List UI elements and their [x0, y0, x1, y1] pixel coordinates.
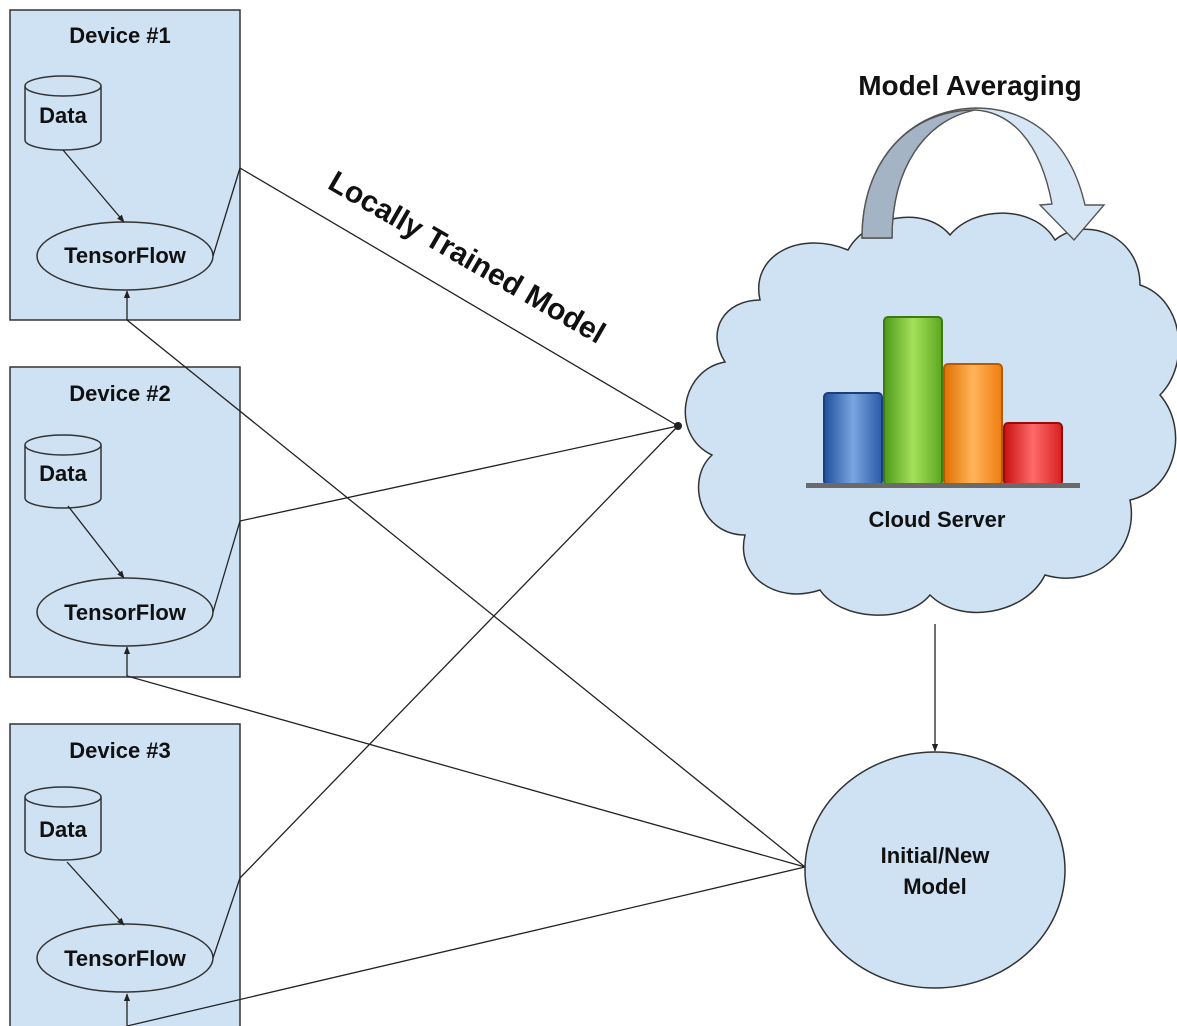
bar-chart-icon — [806, 316, 1080, 488]
device-3-data-cylinder: Data — [24, 786, 102, 861]
device-1-data-to-tf-arrow — [62, 149, 125, 223]
red-bar — [1003, 422, 1063, 486]
device-2-tensorflow-node: TensorFlow — [36, 577, 214, 647]
model-to-device-3-line — [126, 866, 806, 1026]
cloud-server: Cloud Server — [684, 212, 1177, 616]
device-2-box: Device #2 Data TensorFlow — [9, 366, 241, 678]
initial-new-model-label-line-2: Model — [903, 874, 967, 899]
device-2-data-to-tf-arrow — [67, 505, 125, 579]
device-3-box: Device #3 Data TensorFlow — [9, 723, 241, 1026]
model-averaging-arrow — [861, 107, 1106, 242]
device-1-tensorflow-node: TensorFlow — [36, 221, 214, 291]
initial-new-model-label-line-1: Initial/New — [881, 843, 991, 868]
device-2-title: Device #2 — [69, 381, 171, 406]
model-to-device-2-line — [126, 675, 806, 868]
device-3-tensorflow-label: TensorFlow — [64, 946, 187, 971]
device-1-data-cylinder: Data — [24, 75, 102, 151]
device-3-tf-out-connector — [212, 877, 241, 959]
device-1-data-label: Data — [39, 103, 87, 128]
cloud-server-label: Cloud Server — [869, 507, 1006, 532]
device-3-to-cloud-line — [239, 425, 679, 879]
device-2-data-cylinder: Data — [24, 434, 102, 509]
device-1-title: Device #1 — [69, 23, 171, 48]
initial-new-model-node: Initial/New Model — [804, 751, 1066, 989]
cloud-input-junction — [674, 422, 682, 430]
blue-bar — [823, 392, 883, 486]
device-3-tensorflow-node: TensorFlow — [36, 923, 214, 993]
device-3-data-to-tf-arrow — [66, 861, 125, 926]
device-1-tf-out-connector — [212, 167, 241, 257]
orange-bar — [943, 363, 1003, 486]
device-3-data-label: Data — [39, 817, 87, 842]
device-2-data-label: Data — [39, 461, 87, 486]
device-1-box: Device #1 Data TensorFlow — [9, 9, 241, 321]
device-2-to-cloud-line — [239, 425, 679, 522]
device-1-tensorflow-label: TensorFlow — [64, 243, 187, 268]
green-bar — [883, 316, 943, 486]
model-to-device-1-line — [126, 319, 806, 868]
chart-baseline — [806, 483, 1080, 488]
locally-trained-model-label: Locally Trained Model — [323, 165, 611, 350]
device-2-tensorflow-label: TensorFlow — [64, 600, 187, 625]
model-averaging-label: Model Averaging — [858, 70, 1082, 101]
device-1-to-cloud-line — [239, 167, 679, 427]
device-3-title: Device #3 — [69, 738, 171, 763]
device-2-tf-out-connector — [212, 520, 241, 613]
